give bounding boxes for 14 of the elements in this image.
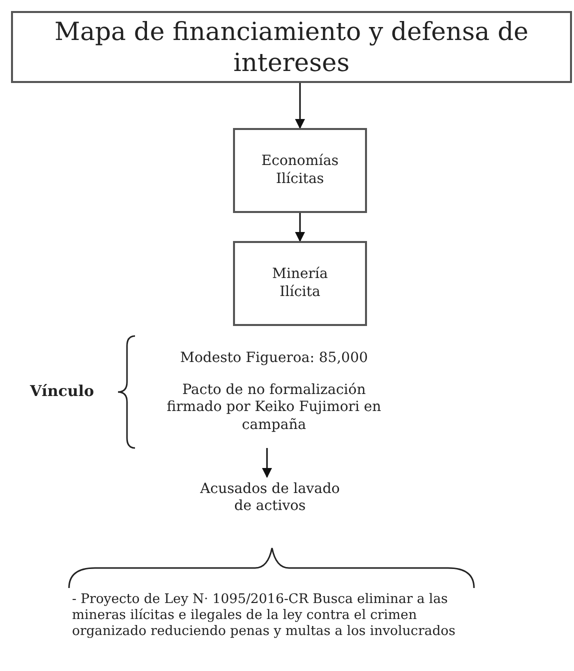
node-text: Minería Ilícita — [271, 266, 329, 301]
brace-label: Vínculo — [30, 382, 95, 400]
title-box — [11, 11, 572, 83]
arrow — [295, 213, 305, 242]
node-text: Economías Ilícitas — [260, 153, 340, 188]
note-text: - Proyecto de Ley N· 1095/2016-CR Busca eliminar a las mineras ilícitas e ilegales de la ley contra el crimen organizado reduciendo penas y multas a los involucrados — [72, 592, 456, 640]
process-box — [233, 241, 367, 326]
node-text: Pacto de no formalización firmado por Keiko Fujimori en campaña — [166, 382, 382, 434]
node-text: Acusados de lavado de activos — [199, 480, 341, 516]
node-text: Mapa de financiamiento y defensa de intereses — [54, 16, 530, 78]
process-box — [233, 128, 367, 213]
node-text: Modesto Figueroa: 85,000 — [180, 350, 368, 368]
arrow — [295, 83, 305, 129]
arrow — [262, 448, 272, 478]
